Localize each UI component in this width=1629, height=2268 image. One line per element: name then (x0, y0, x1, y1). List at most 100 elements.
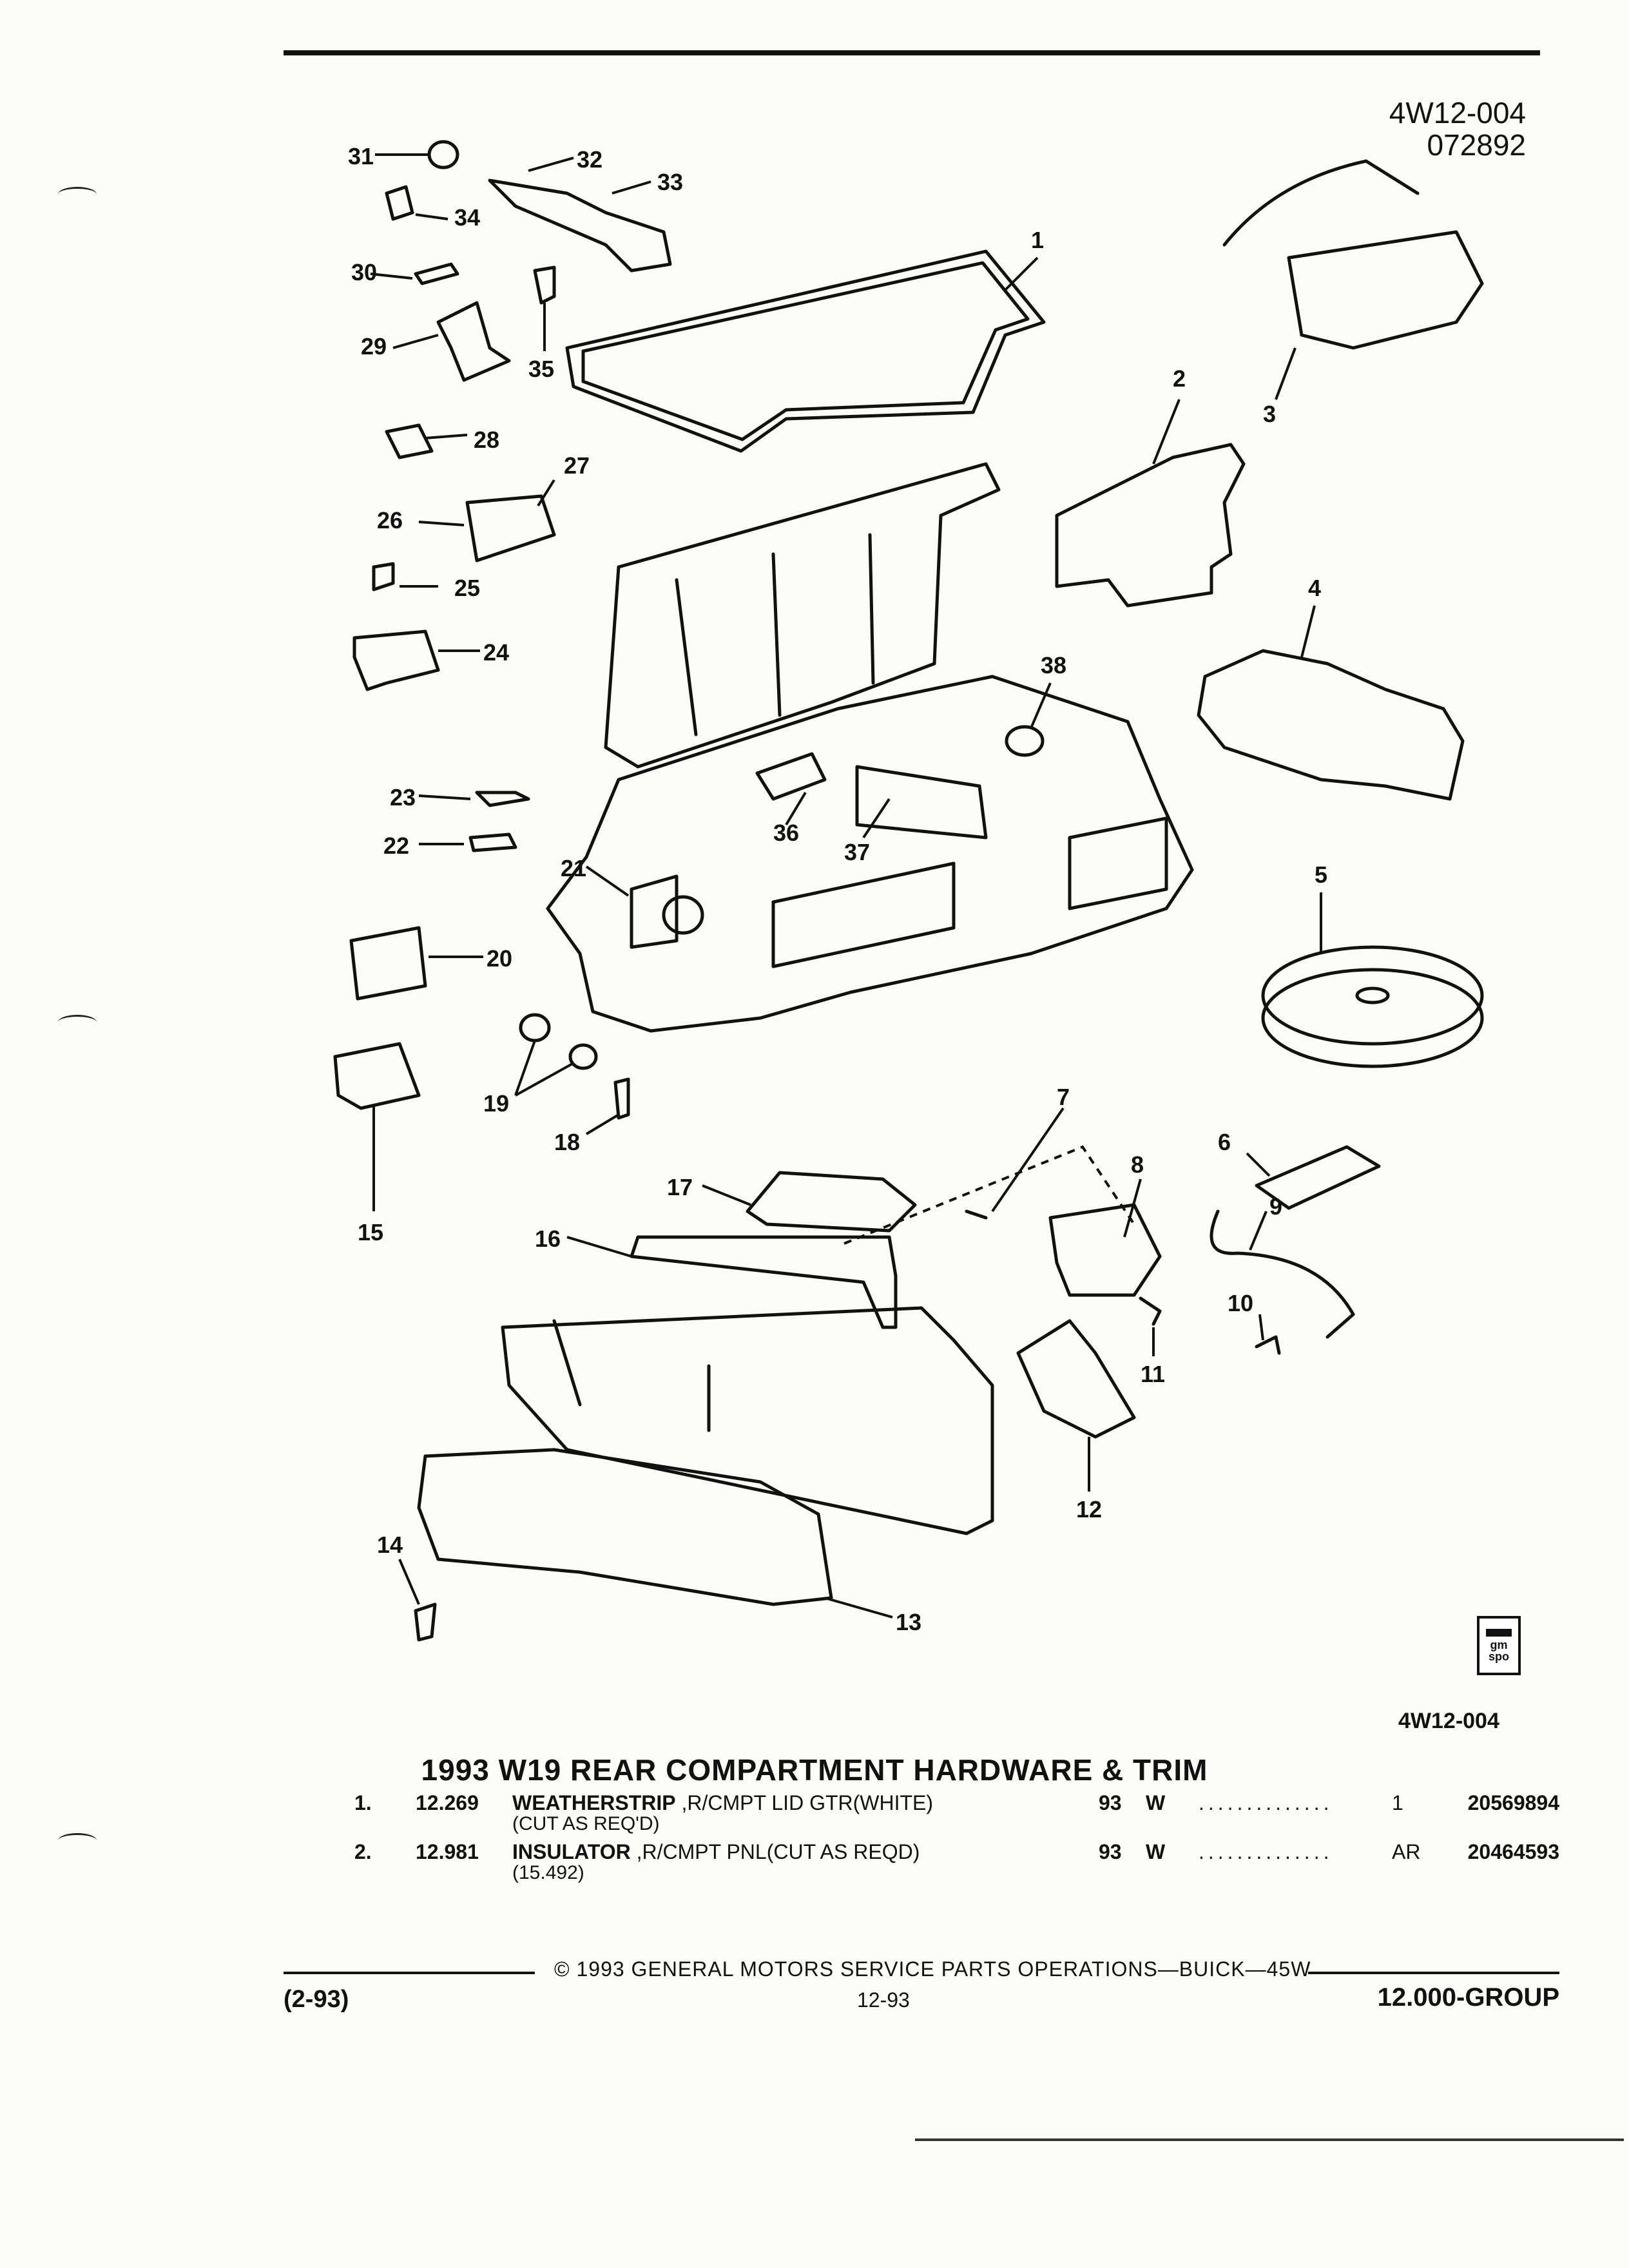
page-footer: © 1993 GENERAL MOTORS SERVICE PARTS OPER… (284, 1957, 1559, 2015)
trunk-lid (604, 462, 1001, 769)
callout-5: 5 (1315, 861, 1327, 888)
callout-1: 1 (1031, 227, 1044, 253)
callout-18: 18 (554, 1129, 580, 1155)
pad-part (414, 262, 459, 285)
date-code: 072892 (1427, 128, 1527, 162)
group-number: 12.000-GROUP (1377, 1983, 1559, 2012)
callout-20: 20 (487, 945, 512, 972)
part-note: (15.492) (512, 1862, 584, 1883)
weatherstrip-part (565, 249, 1046, 453)
callout-29: 29 (361, 333, 387, 360)
strip-part (630, 1235, 898, 1329)
binding-mark (58, 1833, 97, 1848)
callout-28: 28 (474, 427, 499, 453)
callout-10: 10 (1228, 1290, 1253, 1316)
bottom-rule (915, 2138, 1624, 2141)
list-item: 2. 12.981 INSULATOR ,R/CMPT PNL(CUT AS R… (354, 1840, 1559, 1863)
bolt-part-7 (965, 1209, 988, 1220)
list-item: 1. 12.269 WEATHERSTRIP ,R/CMPT LID GTR(W… (354, 1791, 1559, 1814)
parts-list: 1. 12.269 WEATHERSTRIP ,R/CMPT LID GTR(W… (354, 1791, 1559, 1889)
screw-part (475, 791, 530, 807)
lock-cylinder-part (488, 178, 672, 273)
illustration-code-bottom: 4W12-004 (1398, 1709, 1499, 1733)
callout-34: 34 (454, 204, 480, 231)
spare-cover-part (1261, 945, 1484, 1046)
fastener-part (372, 562, 395, 591)
callout-35: 35 (528, 356, 554, 382)
callout-22: 22 (383, 832, 409, 859)
retainer-part (436, 301, 511, 382)
illustration-code: 4W12-004 (1389, 96, 1526, 130)
illustration-reference: 4W12-004 072892 (1389, 97, 1526, 161)
page-title: 1993 W19 REAR COMPARTMENT HARDWARE & TRI… (421, 1753, 1208, 1787)
bolt-part-14 (414, 1602, 437, 1642)
rear-panel (501, 1306, 994, 1535)
trunk-trim-part (1287, 230, 1484, 350)
callout-numbers: 1 2 3 4 5 6 7 8 9 10 11 12 13 14 15 16 1… (348, 143, 1327, 1635)
grommet-part-38 (1005, 725, 1045, 757)
callout-38: 38 (1041, 652, 1066, 678)
callout-12: 12 (1076, 1496, 1102, 1523)
latch-part-36 (755, 752, 827, 801)
trim-panel-part (1197, 649, 1465, 801)
part-note: (CUT AS REQ'D) (512, 1813, 660, 1834)
cable-part (1210, 1209, 1355, 1339)
bolt-part-11 (1139, 1296, 1162, 1326)
callout-15: 15 (358, 1219, 383, 1245)
bolt-part-10 (1255, 1335, 1281, 1355)
callout-4: 4 (1308, 575, 1321, 601)
bracket-small-part (533, 265, 556, 305)
clip-part (385, 185, 414, 221)
callout-33: 33 (657, 169, 683, 195)
callout-19: 19 (483, 1090, 509, 1117)
callout-11: 11 (1141, 1361, 1165, 1387)
switch-part (465, 494, 556, 562)
callout-21: 21 (561, 855, 586, 881)
page-number: 12-93 (857, 1988, 910, 2012)
bumper-part (385, 423, 434, 459)
latch-part (1048, 1203, 1162, 1297)
pin-part (468, 832, 517, 852)
callout-37: 37 (844, 839, 870, 865)
top-rule (284, 50, 1540, 55)
callout-16: 16 (535, 1225, 561, 1252)
binding-mark (58, 1015, 97, 1030)
copyright: © 1993 GENERAL MOTORS SERVICE PARTS OPER… (554, 1957, 1311, 1981)
hinge-part (333, 1042, 421, 1110)
callout-14: 14 (377, 1532, 403, 1558)
gm-spo-logo: gm spo (1477, 1616, 1521, 1675)
callout-3: 3 (1263, 401, 1276, 427)
exploded-parts-diagram: 1 2 3 4 5 6 7 8 9 10 11 12 13 14 15 16 1… (333, 140, 1484, 1642)
callout-23: 23 (390, 784, 416, 811)
callout-25: 25 (454, 575, 480, 601)
revision-date: (2-93) (284, 1986, 349, 2013)
callout-26: 26 (377, 507, 403, 533)
binding-mark (58, 187, 97, 202)
callout-9: 9 (1269, 1193, 1282, 1220)
callout-31: 31 (348, 143, 374, 169)
trunk-body (546, 675, 1194, 1033)
callout-7: 7 (1057, 1084, 1070, 1110)
grommet-part (427, 140, 459, 169)
callout-24: 24 (483, 639, 509, 666)
label-plate-part (349, 926, 427, 1001)
nut-part (519, 1013, 551, 1043)
callout-13: 13 (896, 1609, 921, 1635)
insulator-part (1055, 443, 1246, 608)
callout-27: 27 (564, 452, 590, 479)
callout-2: 2 (1173, 365, 1186, 392)
callout-6: 6 (1218, 1129, 1231, 1155)
actuator-part (746, 1171, 917, 1233)
callout-30: 30 (351, 259, 377, 285)
callout-8: 8 (1131, 1151, 1144, 1178)
bolt-part (613, 1077, 630, 1120)
callout-17: 17 (667, 1174, 693, 1200)
callout-32: 32 (577, 146, 602, 173)
bracket-part (1016, 1319, 1136, 1439)
lower-panel-part (417, 1448, 833, 1606)
leader-lines (370, 153, 1322, 1619)
callout-36: 36 (773, 820, 799, 846)
insulator-part-37 (855, 765, 988, 840)
label-part (1255, 1145, 1381, 1210)
retainer-clip-part (352, 629, 440, 691)
